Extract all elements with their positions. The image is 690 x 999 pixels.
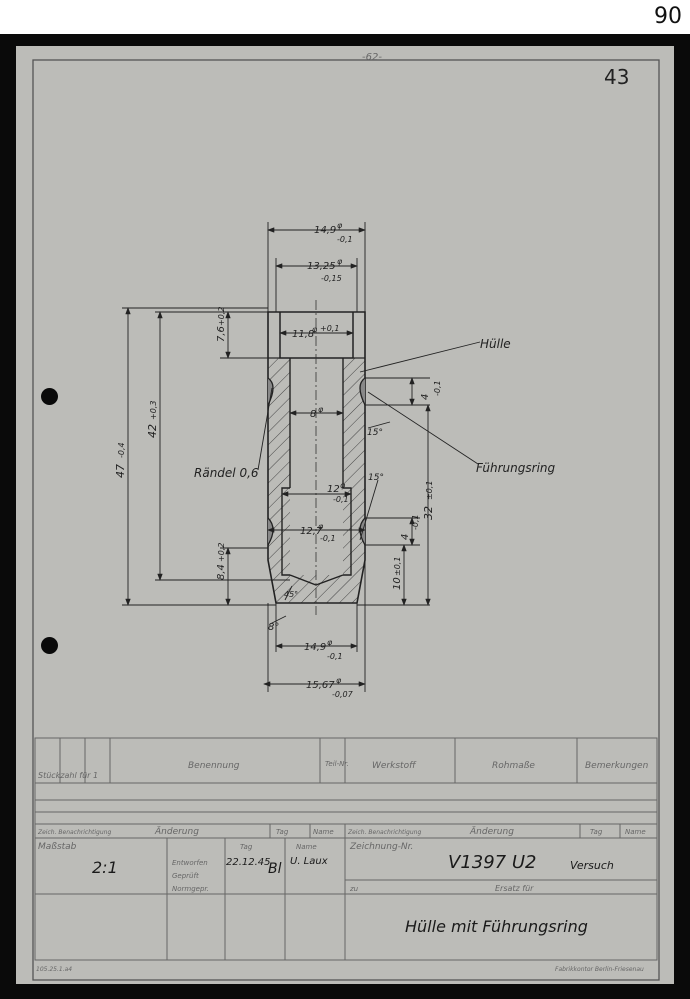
tb-rev-head-right: Zeich. Benachrichtigung bbox=[347, 829, 421, 836]
dim-depth-76-tol: +0,2 bbox=[217, 307, 226, 326]
dim-angle-15-a: 15° bbox=[367, 428, 383, 438]
dim-depth-76: 7,6 bbox=[216, 326, 227, 342]
tb-zeichnung-label: Zeichnung-Nr. bbox=[349, 842, 413, 852]
tb-title: Hülle mit Führungsring bbox=[405, 917, 588, 936]
tb-massstab-value: 2:1 bbox=[92, 858, 118, 877]
dim-127: 12,7 bbox=[300, 526, 323, 537]
dim-bore-top: 11,8 bbox=[292, 329, 314, 340]
title-block-text: Stückzahl für 1 Benennung Teil-Nr. Werks… bbox=[36, 760, 649, 973]
dim-dia-sym-3: φ bbox=[312, 325, 318, 334]
dim-len-total-tol: -0,4 bbox=[117, 442, 126, 458]
dim-angle-8: 8° bbox=[268, 622, 279, 633]
tb-stueckzahl: Stückzahl für 1 bbox=[38, 771, 98, 780]
dim-base-tol: -0,07 bbox=[332, 690, 354, 699]
tb-aenderung-left: Änderung bbox=[154, 826, 199, 837]
tb-aenderung-right: Änderung bbox=[469, 826, 514, 837]
dim-groove-bot: 4 bbox=[400, 534, 411, 540]
dim-outer-top-tol: -0,1 bbox=[337, 235, 353, 244]
label-fuehrungsring: Führungsring bbox=[476, 461, 556, 475]
dim-dia-sym-8: φ bbox=[336, 676, 342, 685]
dim-base: 15,67 bbox=[306, 680, 335, 691]
dim-12-tol: -0,1 bbox=[333, 495, 349, 504]
tb-name-col: Name bbox=[296, 843, 317, 851]
dim-bore-top-tol: +0,1 bbox=[320, 324, 339, 333]
tb-tag-right: Tag bbox=[590, 828, 603, 836]
top-mark: -62- bbox=[362, 52, 382, 63]
tb-footer-left: 105.25.1.a4 bbox=[36, 966, 72, 973]
dim-outer-bottom-tol: -0,1 bbox=[327, 652, 343, 661]
dim-inner-top: 13,25 bbox=[307, 261, 336, 272]
tb-name-right: Name bbox=[625, 828, 646, 836]
part-section bbox=[267, 300, 366, 615]
dim-dia-sym-6: φ bbox=[318, 522, 324, 531]
dim-len-42: 42 bbox=[146, 424, 159, 438]
tb-benennung: Benennung bbox=[188, 761, 240, 771]
dim-dia-sym-5: φ bbox=[340, 481, 346, 490]
tb-tag-left: Tag bbox=[276, 828, 289, 836]
tb-tag-col: Tag bbox=[240, 843, 253, 851]
tb-versuch: Versuch bbox=[570, 859, 614, 872]
tb-footer-right: Fabrikkontor Berlin-Friesenau bbox=[555, 966, 644, 973]
tb-initials: Bl bbox=[268, 861, 282, 877]
dimension-lines bbox=[122, 222, 481, 692]
dim-bore-mid: 8 bbox=[310, 409, 316, 420]
dim-12: 12 bbox=[327, 484, 340, 495]
dim-len-32: 32 bbox=[422, 506, 435, 520]
dim-len-84-tol: +0,2 bbox=[217, 543, 226, 562]
tb-bemerkungen: Bemerkungen bbox=[585, 761, 649, 771]
title-block-grid bbox=[34, 737, 658, 961]
dim-len-42-tol: +0,3 bbox=[149, 401, 158, 420]
dim-dia-sym-1: φ bbox=[337, 221, 343, 230]
label-huelle: Hülle bbox=[480, 337, 511, 351]
tb-massstab-label: Maßstab bbox=[38, 842, 77, 852]
tb-date: 22.12.45 bbox=[226, 857, 271, 868]
dim-len-10-tol: ±0,1 bbox=[393, 557, 402, 576]
tb-zu: zu bbox=[349, 885, 359, 893]
dim-len-total: 47 bbox=[114, 464, 127, 478]
dim-inner-top-tol: -0,15 bbox=[321, 274, 342, 283]
punch-hole-top bbox=[41, 388, 58, 405]
tb-drafter: U. Laux bbox=[290, 856, 328, 867]
tb-geprueft: Geprüft bbox=[172, 872, 199, 880]
tb-werkstoff: Werkstoff bbox=[372, 761, 417, 771]
tb-name-left: Name bbox=[313, 828, 334, 836]
label-raendel: Rändel 0,6 bbox=[194, 466, 259, 480]
dimension-texts: 14,9 φ -0,1 13,25 φ -0,15 11,8 φ +0,1 8 … bbox=[114, 221, 556, 699]
page-number: 90 bbox=[654, 4, 682, 29]
dim-dia-sym-7: φ bbox=[327, 638, 333, 647]
dim-outer-bottom: 14,9 bbox=[304, 642, 326, 653]
dim-outer-top: 14,9 bbox=[314, 225, 336, 236]
dim-len-32-tol: ±0,1 bbox=[425, 481, 434, 500]
punch-hole-bottom bbox=[41, 637, 58, 654]
tb-rohmasse: Rohmaße bbox=[492, 761, 535, 771]
dim-dia-sym-2: φ bbox=[337, 257, 343, 266]
tb-rev-head-left: Zeich. Benachrichtigung bbox=[37, 829, 111, 836]
dim-angle-15-b: 15° bbox=[368, 473, 384, 483]
dim-angle-45: 45° bbox=[284, 590, 298, 599]
dim-len-10: 10 bbox=[392, 577, 403, 590]
dim-dia-sym-4: φ bbox=[318, 405, 324, 414]
tb-teil-nr: Teil-Nr. bbox=[325, 760, 349, 768]
tb-entworfen: Entworfen bbox=[172, 859, 208, 867]
sheet-border bbox=[32, 59, 660, 981]
dim-127-tol: -0,1 bbox=[320, 534, 336, 543]
dim-groove-top-tol: -0,1 bbox=[433, 380, 442, 396]
tb-ersatz: Ersatz für bbox=[495, 884, 534, 893]
tb-normgepr: Normgepr. bbox=[172, 885, 209, 893]
dim-groove-bot-tol: -0,1 bbox=[411, 514, 420, 530]
dim-len-84: 8,4 bbox=[216, 564, 227, 580]
corner-number: 43 bbox=[604, 65, 629, 89]
tb-zeichnung-value: V1397 U2 bbox=[448, 852, 536, 873]
dim-groove-top: 4 bbox=[420, 394, 431, 400]
